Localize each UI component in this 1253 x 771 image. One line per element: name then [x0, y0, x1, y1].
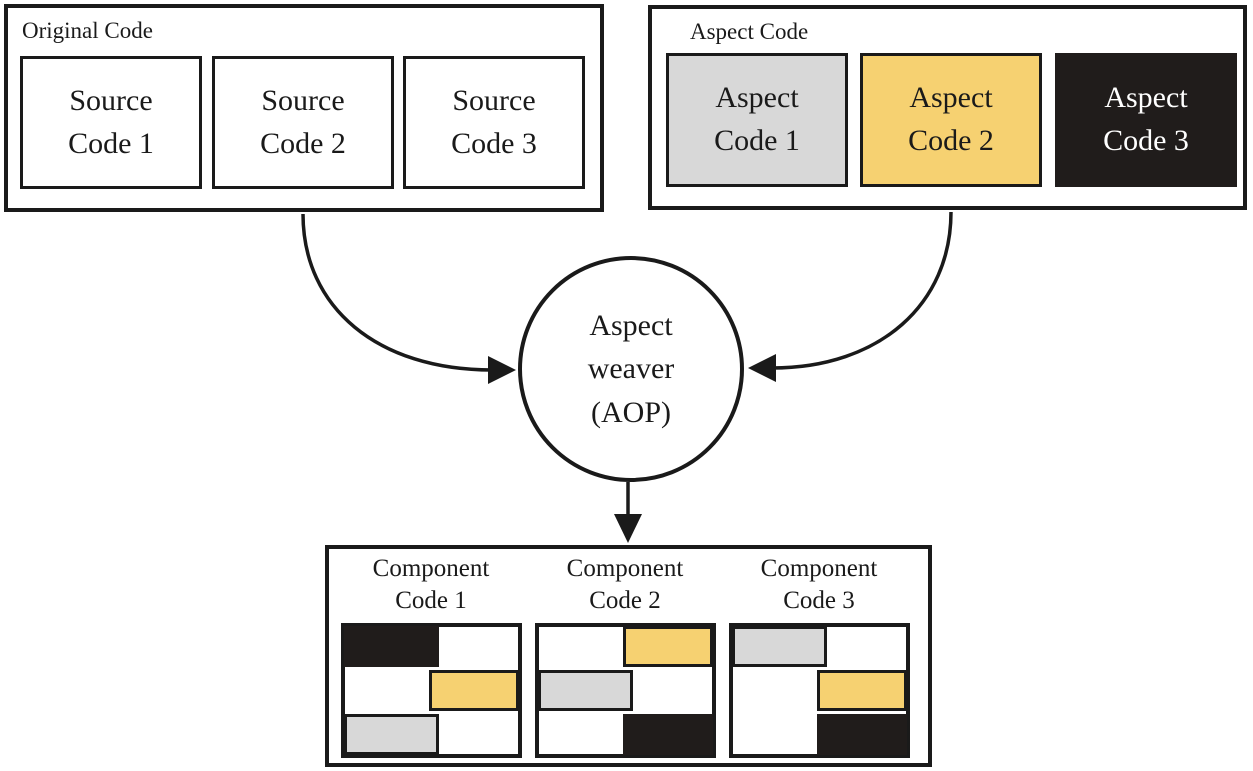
aspect-weaver-circle: Aspect weaver (AOP) — [518, 256, 744, 482]
component-code-2-label: Component Code 2 — [566, 555, 684, 614]
component-code-3-column: Component Code 3 — [725, 553, 913, 758]
aspect-code-2-label: Aspect Code 2 — [908, 81, 994, 157]
component-code-1-column: Component Code 1 — [337, 553, 525, 758]
aspect-code-3-box: Aspect Code 3 — [1055, 53, 1237, 187]
original-code-group: Original Code Source Code 1 Source Code … — [4, 4, 604, 212]
black-code-fragment — [816, 714, 907, 755]
aspect-code-1-box: Aspect Code 1 — [666, 53, 848, 187]
black-code-fragment — [622, 714, 713, 755]
aspect-to-weaver-arrow — [748, 211, 953, 382]
gray-code-fragment — [731, 626, 827, 667]
source-code-2-box: Source Code 2 — [212, 56, 394, 189]
source-code-3-label: Source Code 3 — [451, 83, 537, 160]
aspect-code-3-label: Aspect Code 3 — [1103, 81, 1189, 157]
component-code-group: Component Code 1 Component Code 2 Compon… — [325, 545, 932, 767]
yellow-code-fragment — [622, 626, 713, 667]
gray-code-fragment — [537, 670, 633, 711]
original-to-weaver-arrow — [301, 213, 516, 384]
black-code-fragment — [343, 626, 439, 667]
source-code-1-box: Source Code 1 — [20, 56, 202, 189]
aspect-code-title: Aspect Code — [690, 19, 809, 44]
component-code-1-diagram — [340, 623, 522, 758]
component-code-2-column: Component Code 2 — [531, 553, 719, 758]
source-code-2-label: Source Code 2 — [260, 83, 346, 160]
yellow-code-fragment — [816, 670, 907, 711]
source-code-1-label: Source Code 1 — [68, 83, 154, 160]
original-code-title: Original Code — [22, 18, 153, 43]
aspect-code-group: Aspect Code Aspect Code 1 Aspect Code 2 … — [648, 5, 1247, 210]
component-code-3-label: Component Code 3 — [760, 555, 878, 614]
gray-code-fragment — [343, 714, 439, 755]
aspect-weaver-label: Aspect weaver (AOP) — [587, 308, 675, 429]
source-code-3-box: Source Code 3 — [403, 56, 585, 189]
component-code-1-label: Component Code 1 — [372, 555, 490, 614]
component-code-2-diagram — [534, 623, 716, 758]
component-code-3-diagram — [728, 623, 910, 758]
aspect-code-2-box: Aspect Code 2 — [860, 53, 1042, 187]
yellow-code-fragment — [428, 670, 519, 711]
weaver-to-component-arrow — [614, 482, 642, 543]
aspect-code-1-label: Aspect Code 1 — [714, 81, 800, 157]
